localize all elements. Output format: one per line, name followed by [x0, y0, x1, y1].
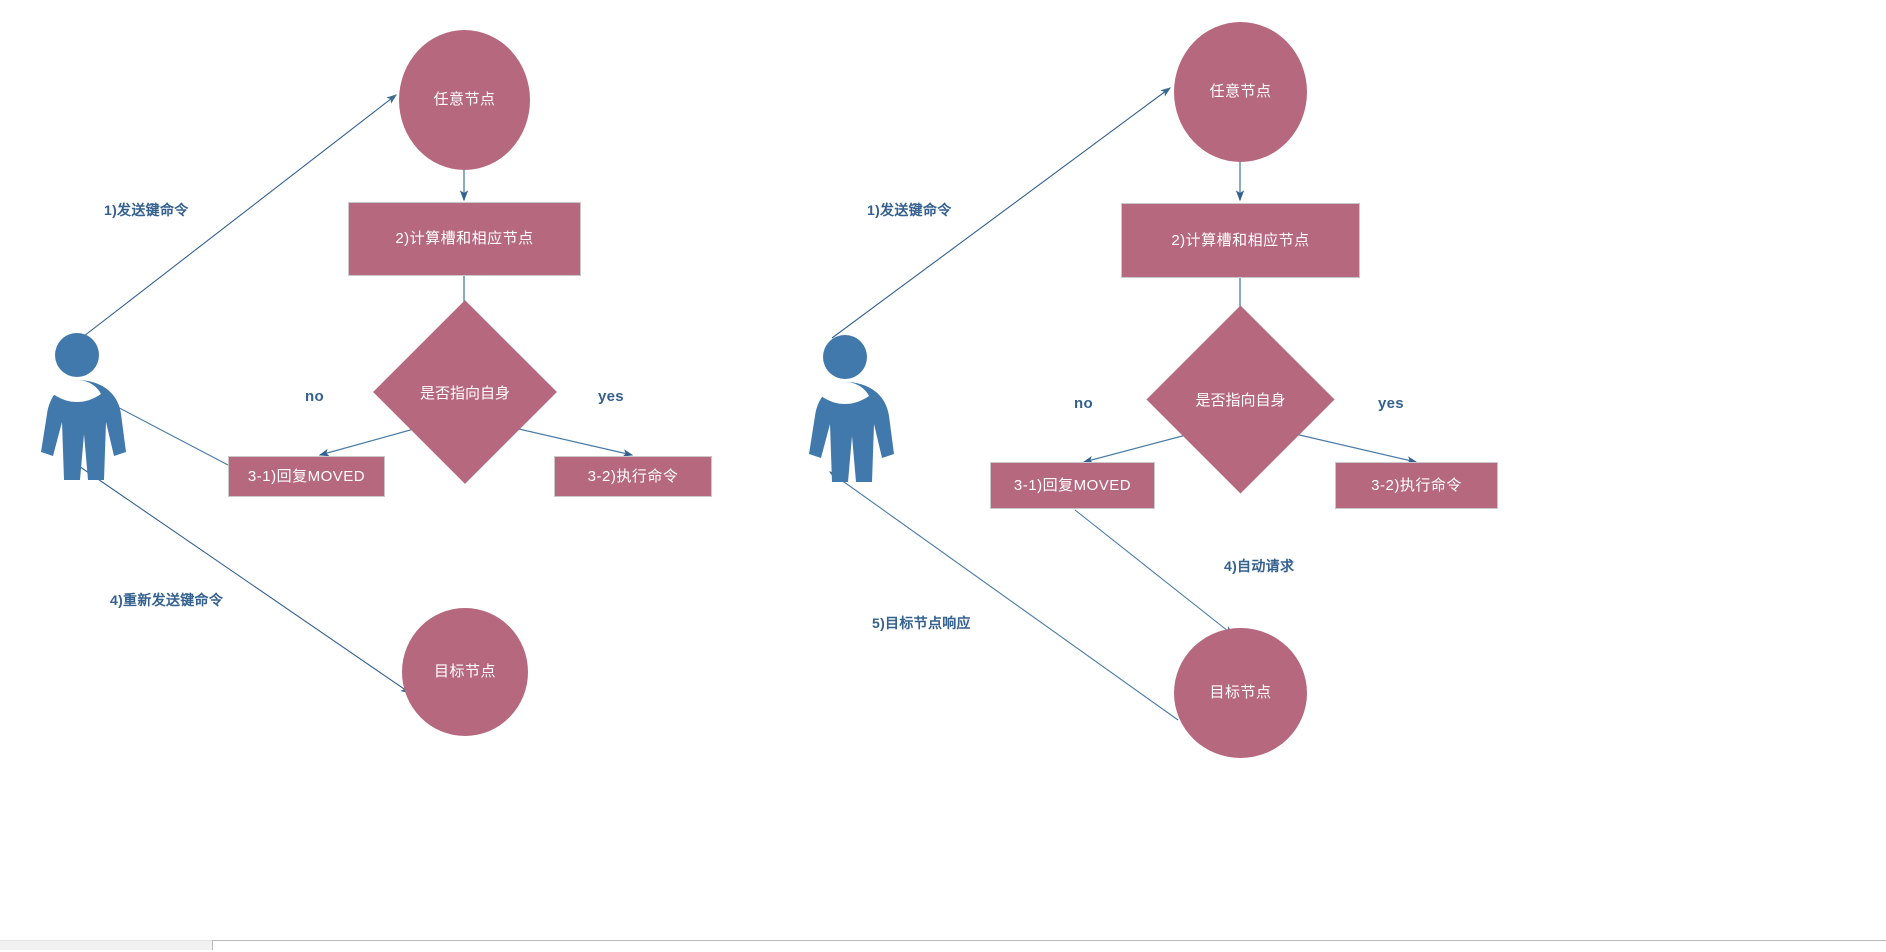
- left-actor-icon: [22, 330, 132, 485]
- right-target-node[interactable]: 目标节点: [1174, 628, 1307, 758]
- scrollbar-thumb[interactable]: [0, 940, 212, 950]
- right-label-send-command: 1)发送键命令: [867, 202, 952, 218]
- left-label-no: no: [305, 388, 324, 405]
- left-branch-yes-node[interactable]: 3-2)执行命令: [554, 456, 712, 497]
- edge-auto-request-right: [1074, 509, 1234, 636]
- left-decision-node[interactable]: 是否指向自身: [373, 300, 557, 484]
- right-actor-icon: [790, 332, 900, 487]
- right-branch-no-node[interactable]: 3-1)回复MOVED: [990, 462, 1155, 509]
- scrollbar-track[interactable]: [212, 940, 1886, 950]
- left-branch-no-node[interactable]: 3-1)回复MOVED: [228, 456, 385, 497]
- right-label-auto-request: 4)自动请求: [1224, 558, 1295, 574]
- actor-person-icon: [809, 335, 894, 482]
- left-any-node[interactable]: 任意节点: [399, 30, 530, 170]
- edge-target-response-right: [829, 471, 1179, 721]
- left-calc-node[interactable]: 2)计算槽和相应节点: [348, 202, 581, 276]
- actor-person-icon: [41, 333, 126, 480]
- right-decision-node[interactable]: 是否指向自身: [1146, 305, 1335, 494]
- left-target-node[interactable]: 目标节点: [402, 608, 528, 736]
- right-label-yes: yes: [1378, 395, 1404, 412]
- left-label-yes: yes: [598, 388, 624, 405]
- right-calc-node[interactable]: 2)计算槽和相应节点: [1121, 203, 1360, 278]
- left-label-resend-command: 4)重新发送键命令: [110, 592, 224, 608]
- left-label-send-command: 1)发送键命令: [104, 202, 189, 218]
- left-decision-label: 是否指向自身: [419, 384, 510, 402]
- right-label-no: no: [1074, 395, 1093, 412]
- horizontal-scrollbar[interactable]: [0, 938, 1886, 952]
- right-label-target-response: 5)目标节点响应: [872, 615, 971, 631]
- right-any-node[interactable]: 任意节点: [1174, 22, 1307, 162]
- right-branch-yes-node[interactable]: 3-2)执行命令: [1335, 462, 1498, 509]
- right-decision-label: 是否指向自身: [1195, 392, 1286, 409]
